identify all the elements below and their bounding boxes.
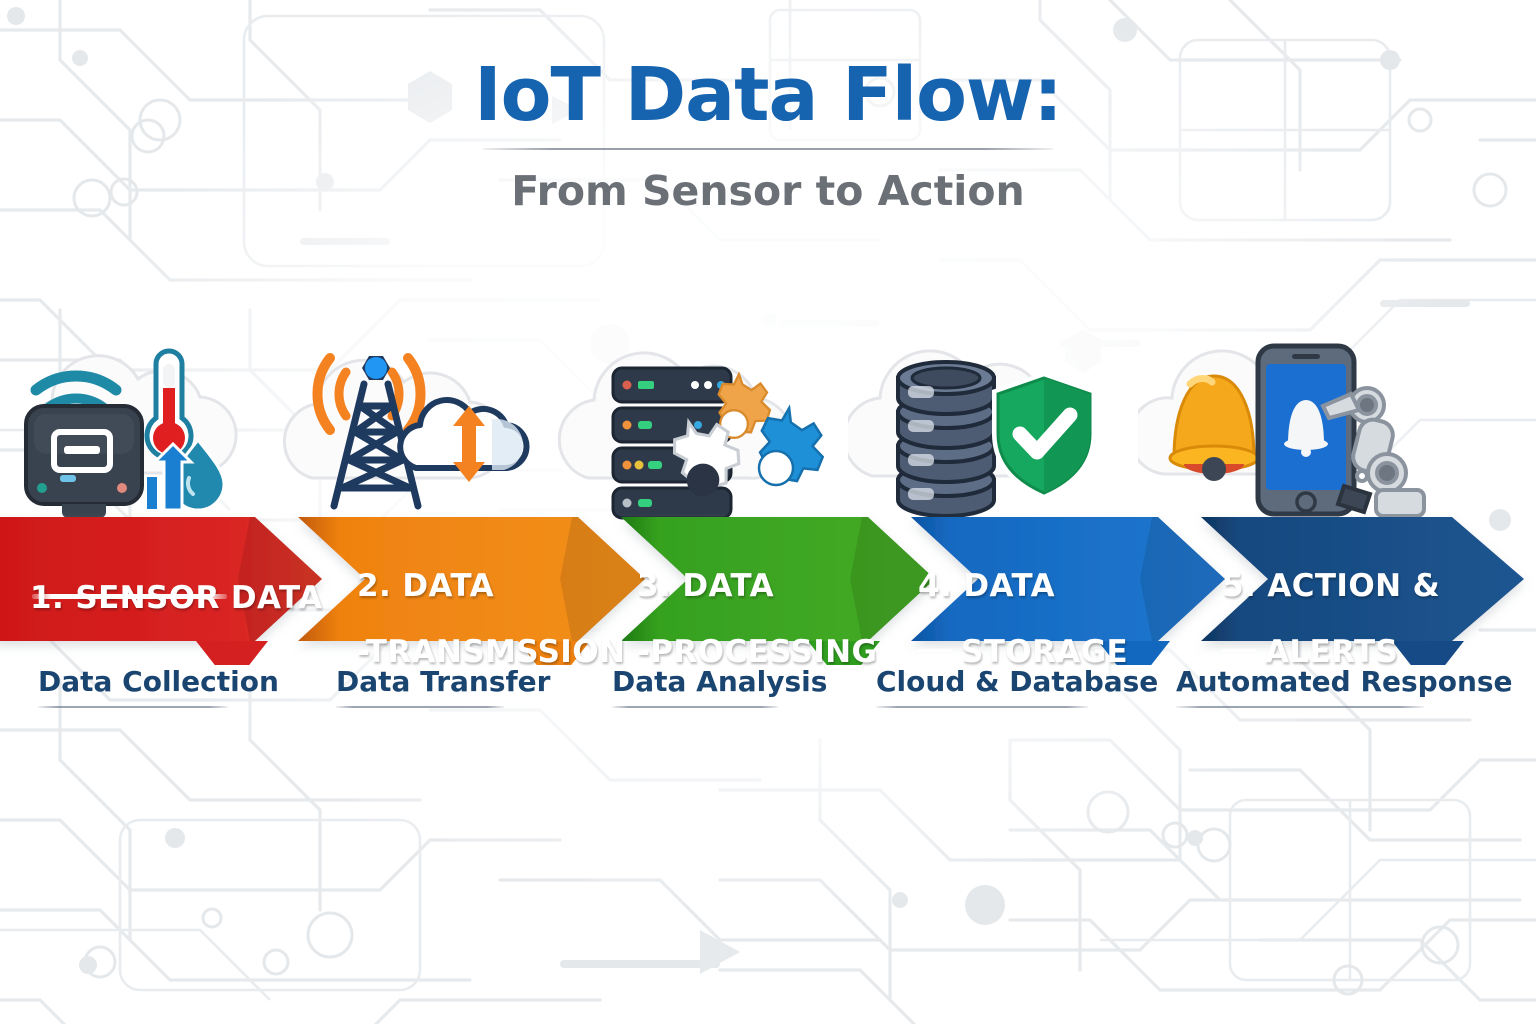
caption-step-2: Data Transfer: [336, 665, 551, 708]
page-title: IoT Data Flow:: [474, 52, 1063, 138]
caption-step-5-text: Automated Response: [1176, 665, 1513, 698]
caption-step-1-rule: [38, 706, 228, 708]
arrow-label-step-3-line1: 3. DATA: [637, 567, 774, 604]
database-stack-icon: [896, 360, 996, 518]
page-subtitle: From Sensor to Action: [511, 167, 1025, 215]
caption-step-5-rule: [1176, 706, 1424, 708]
caption-step-3-rule: [612, 706, 778, 708]
arrow-label-step-5-line2: ALERTS: [1222, 635, 1440, 669]
thermometer-icon: [144, 348, 194, 461]
caption-step-2-text: Data Transfer: [336, 665, 551, 698]
sensor-device-icon: [24, 404, 144, 518]
caption-step-5: Automated Response: [1176, 665, 1513, 708]
step-4-icon-group: [848, 328, 1148, 528]
caption-step-2-rule: [336, 706, 504, 708]
arrow-label-step-3-line2: -PROCESSING: [637, 633, 878, 670]
arrow-label-step-2-line1: 2. DATA: [357, 567, 494, 604]
caption-step-4-text: Cloud & Database: [876, 665, 1159, 698]
step-5-icon-group: [1138, 328, 1438, 528]
step-icons-row: [0, 328, 1536, 528]
arrow-label-step-1-underbar: [32, 594, 227, 599]
step-5-dash: [1222, 649, 1256, 653]
arrow-label-step-5-line1: 5. ACTION &: [1222, 567, 1441, 604]
step-captions-row: Data Collection Data Transfer Data Analy…: [0, 665, 1536, 735]
arrow-label-layer: 1. SENSOR DATA 2. DATA -TRANSMSSION 3. D…: [0, 505, 1536, 668]
smartphone-notification-icon: [1255, 343, 1357, 517]
arrow-label-step-4-line2: STORAGE: [918, 635, 1128, 669]
step-1-icon-group: [0, 328, 290, 528]
caption-step-3-text: Data Analysis: [612, 665, 828, 698]
caption-step-4-rule: [876, 706, 1088, 708]
arrow-label-step-4-line1: 4. DATA: [918, 567, 1055, 604]
step-4-dash: [918, 649, 952, 653]
step-3-icon-group: [558, 328, 858, 528]
shield-check-icon: [992, 372, 1096, 500]
step-2-icon-group: [268, 328, 568, 528]
caption-step-4: Cloud & Database: [876, 665, 1159, 708]
caption-step-1-text: Data Collection: [38, 665, 279, 698]
caption-step-3: Data Analysis: [612, 665, 828, 708]
arrow-label-step-2-line2: -TRANSMSSION: [357, 633, 626, 670]
infographic-header: IoT Data Flow: From Sensor to Action: [0, 58, 1536, 215]
title-divider: [483, 148, 1053, 150]
caption-step-1: Data Collection: [38, 665, 279, 708]
